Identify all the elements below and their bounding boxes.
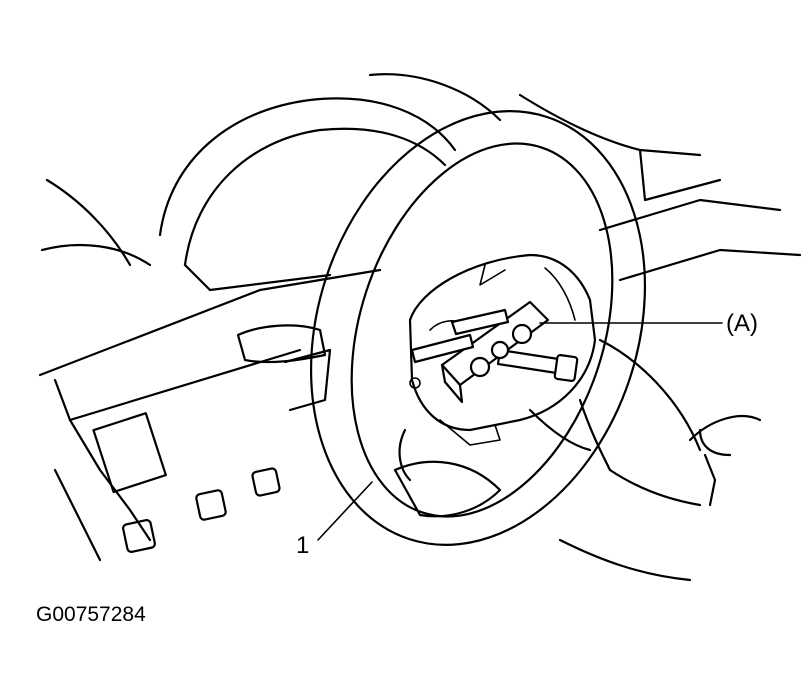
- puller-tool: [410, 300, 579, 404]
- tool-label: (A): [726, 310, 758, 337]
- dashboard: [38, 73, 802, 582]
- figure-id-label: G00757284: [36, 603, 146, 626]
- leader-line-part: [317, 481, 373, 541]
- part-number-label: 1: [296, 532, 309, 559]
- steering-wheel: [309, 110, 647, 546]
